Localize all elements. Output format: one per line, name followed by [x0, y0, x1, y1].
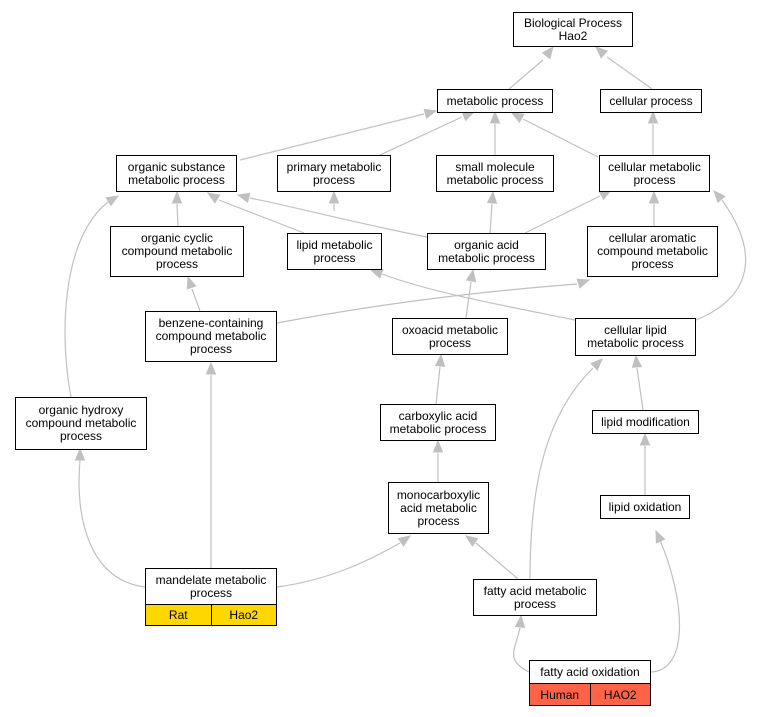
- node-cellular-process[interactable]: cellular process: [600, 89, 702, 113]
- node-cellular-aromatic-compound-metabolic-process[interactable]: cellular aromatic compound metabolic pro…: [587, 226, 718, 277]
- node-oxoacid-metabolic-process[interactable]: oxoacid metabolic process: [392, 318, 508, 355]
- edge-line: [636, 367, 644, 411]
- edge-line: [524, 195, 601, 234]
- edge-line: [465, 281, 472, 319]
- edge-arrowhead: [486, 190, 498, 204]
- edge-arrowhead: [647, 110, 659, 124]
- edge-arrowhead: [639, 432, 651, 446]
- edge-arrowhead: [434, 353, 446, 367]
- edge-line: [191, 288, 201, 312]
- edge-line: [489, 203, 493, 234]
- edge-line: [650, 539, 681, 673]
- edge-arrowhead: [655, 529, 666, 544]
- node-organic-cyclic-compound-metabolic-process[interactable]: organic cyclic compound metabolic proces…: [110, 226, 244, 277]
- node-lipid-oxidation[interactable]: lipid oxidation: [600, 495, 690, 519]
- edge-arrowhead: [74, 447, 86, 461]
- edge-arrowhead: [206, 192, 221, 204]
- edge-arrowhead: [105, 195, 120, 207]
- annotation-species: Human: [530, 684, 591, 705]
- edge-arrowhead: [541, 45, 554, 60]
- edge-arrowhead: [595, 46, 609, 59]
- edge-line: [475, 542, 519, 580]
- edge-line: [435, 366, 441, 405]
- edge-arrowhead: [648, 190, 660, 204]
- edge-line: [695, 199, 747, 321]
- node-monocarboxylic-acid-metabolic-process[interactable]: monocarboxylic acid metabolic process: [388, 482, 489, 534]
- edge-arrowhead: [631, 354, 643, 368]
- node-cellular-lipid-metabolic-process[interactable]: cellular lipid metabolic process: [575, 318, 696, 356]
- node-fatty-acid-oxidation[interactable]: fatty acid oxidation: [529, 660, 651, 684]
- edge-line: [176, 203, 179, 227]
- edge-arrowhead: [423, 108, 438, 119]
- edge-arrowhead: [590, 358, 603, 371]
- node-carboxylic-acid-metabolic-process[interactable]: carboxylic acid metabolic process: [380, 404, 496, 441]
- node-lipid-metabolic-process[interactable]: lipid metabolic process: [287, 233, 382, 270]
- edge-arrowhead: [465, 268, 477, 283]
- node-fatty-acid-metabolic-process[interactable]: fatty acid metabolic process: [473, 579, 597, 616]
- edge-arrowhead: [576, 278, 591, 289]
- node-benzene-containing-compound-metabolic-process[interactable]: benzene-containing compound metabolic pr…: [145, 311, 277, 362]
- node-metabolic-process[interactable]: metabolic process: [437, 89, 553, 113]
- node-organic-hydroxy-compound-metabolic-process[interactable]: organic hydroxy compound metabolic proce…: [15, 397, 147, 450]
- node-lipid-modification[interactable]: lipid modification: [592, 410, 699, 434]
- edge-line: [276, 542, 401, 588]
- annotation-gene: Hao2: [229, 608, 259, 622]
- node-organic-substance-metabolic-process[interactable]: organic substance metabolic process: [116, 155, 237, 192]
- edge-arrowhead: [713, 190, 726, 204]
- edge-arrowhead: [205, 361, 217, 375]
- node-biological-process[interactable]: Biological Process Hao2: [513, 12, 633, 47]
- edge-line: [513, 627, 530, 673]
- edge-arrowhead: [369, 269, 384, 279]
- edge-line: [606, 56, 653, 90]
- edge-arrowhead: [514, 614, 526, 628]
- node-primary-metabolic-process[interactable]: primary metabolic process: [277, 155, 391, 192]
- edge-line: [239, 113, 425, 161]
- edge-arrowhead: [171, 190, 183, 204]
- edge-arrowhead: [236, 192, 251, 203]
- edge-arrowhead: [510, 112, 525, 124]
- edge-line: [508, 59, 544, 90]
- annotation-gene: HAO2: [603, 687, 637, 702]
- node-small-molecule-metabolic-process[interactable]: small molecule metabolic process: [436, 155, 554, 192]
- edge-arrowhead: [432, 439, 444, 453]
- node-mandelate-metabolic-process[interactable]: mandelate metabolic process: [145, 568, 277, 605]
- annotation-rat-hao2: Rat Hao2: [145, 604, 277, 626]
- edge-arrowhead: [186, 275, 197, 290]
- edge-arrowhead: [328, 190, 340, 204]
- annotation-human-hao2: Human HAO2: [529, 683, 651, 706]
- node-cellular-metabolic-process[interactable]: cellular metabolic process: [599, 155, 710, 192]
- edge-line: [218, 199, 305, 234]
- edge-arrowhead: [461, 111, 476, 122]
- annotation-species: Rat: [146, 605, 212, 625]
- edge-line: [276, 283, 578, 324]
- edge-line: [64, 201, 109, 398]
- edge-line: [78, 459, 146, 588]
- edge-arrowhead: [397, 535, 412, 547]
- edge-line: [249, 197, 428, 238]
- edge-line: [381, 273, 576, 321]
- edge-line: [379, 116, 463, 156]
- node-organic-acid-metabolic-process[interactable]: organic acid metabolic process: [427, 233, 546, 270]
- edge-line: [522, 118, 599, 158]
- edge-line: [529, 367, 594, 581]
- edge-arrowhead: [464, 535, 479, 547]
- edge-arrowhead: [489, 110, 501, 124]
